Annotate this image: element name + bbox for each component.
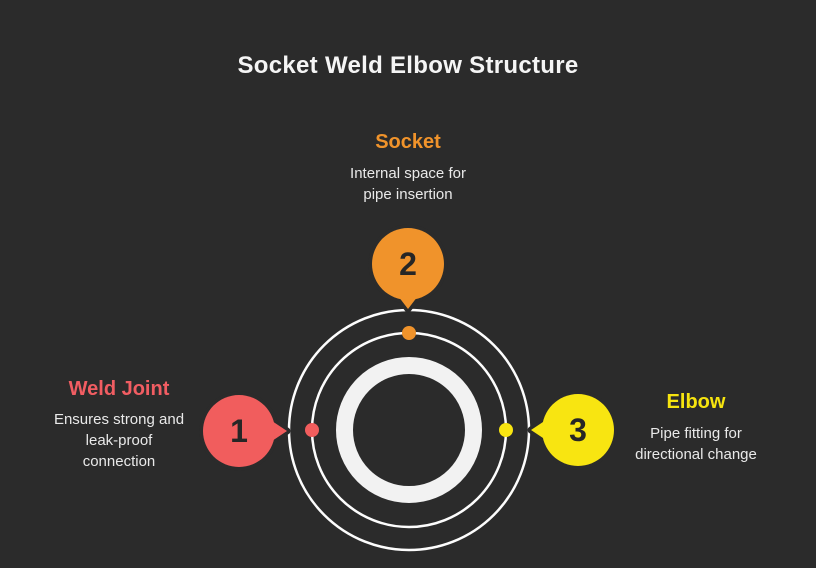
socket-anchor-dot (402, 326, 416, 340)
socket-pin-number: 2 (399, 246, 417, 282)
socket-description: Internal space for pipe insertion (0, 163, 816, 205)
weld-joint-pin-number: 1 (230, 413, 248, 449)
elbow-description-line: Pipe fitting for (650, 425, 742, 442)
weld-joint-description-line: Ensures strong and (53, 411, 185, 428)
weld-joint-label: Weld Joint (68, 378, 170, 400)
elbow-anchor-dot (499, 423, 513, 437)
weld-joint-description-line: connection (82, 453, 156, 470)
socket-description-line: pipe insertion (363, 186, 453, 203)
elbow-marker-pin: 3 (527, 390, 618, 470)
weld-joint-pin-circle (203, 395, 275, 467)
weld-joint-description-line: leak-proof (85, 432, 153, 449)
socket-description-line: Internal space for (350, 165, 466, 182)
weld-joint-anchor-dot (305, 423, 319, 437)
outer-guide-circle (287, 308, 531, 552)
socket-marker-pin: 2 (368, 224, 448, 313)
elbow-description-line: directional change (635, 446, 757, 463)
elbow-pin-circle (542, 394, 614, 466)
elbow-pin-number: 3 (569, 412, 587, 448)
weld-joint-marker-pin: 1 (199, 391, 291, 471)
socket-pin-circle (372, 228, 444, 300)
elbow-label: Elbow (666, 391, 726, 413)
elbow-description: Pipe fitting for directional change (596, 423, 796, 465)
page-title: Socket Weld Elbow Structure (237, 52, 579, 79)
weld-joint-description: Ensures strong and leak-proof connection (19, 409, 219, 472)
socket-label: Socket (375, 131, 441, 153)
pipe-ring (336, 357, 482, 503)
